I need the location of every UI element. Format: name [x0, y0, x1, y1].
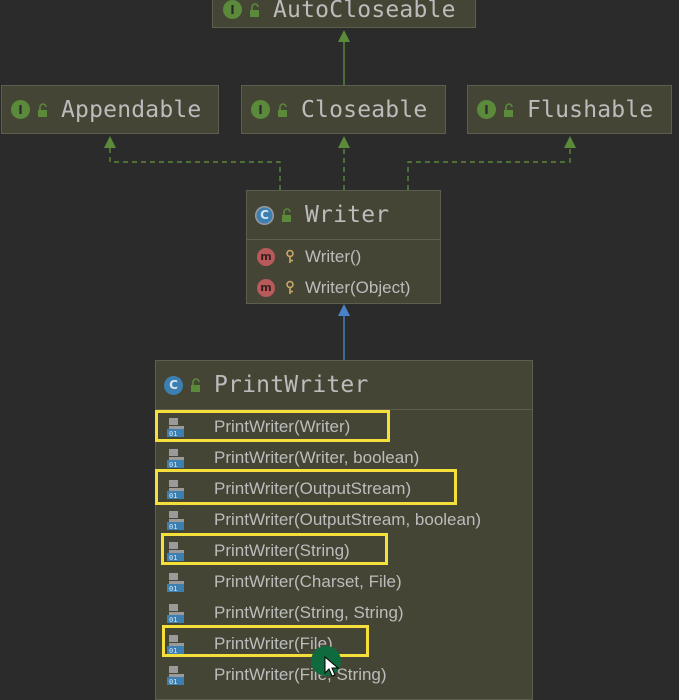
member-label: PrintWriter(Writer): [214, 416, 351, 436]
constructor-icon: 01: [167, 541, 184, 561]
node-title: Flushable: [527, 96, 654, 123]
member-label: PrintWriter(File): [214, 633, 333, 653]
abstract-class-icon: C: [255, 205, 274, 225]
edge-closeable-extends-autocloseable: [338, 30, 350, 85]
member-label: PrintWriter(File, String): [214, 664, 387, 684]
node-flushable[interactable]: I Flushable: [467, 85, 672, 134]
member-row[interactable]: 01 PrintWriter(OutputStream): [156, 473, 532, 504]
member-row[interactable]: 01 PrintWriter(Writer): [156, 411, 532, 442]
lock-open-icon: [282, 208, 291, 222]
node-title: Appendable: [61, 96, 202, 123]
member-row[interactable]: 01 PrintWriter(File): [156, 628, 532, 659]
constructor-icon: 01: [167, 417, 184, 437]
member-row[interactable]: 01 PrintWriter(File, String): [156, 659, 532, 690]
interface-icon: I: [223, 0, 242, 19]
svg-text:01: 01: [169, 523, 177, 530]
node-divider: [156, 409, 532, 410]
member-label: Writer(): [305, 246, 362, 266]
interface-icon: I: [251, 100, 270, 119]
lock-open-icon: [191, 378, 200, 392]
member-row[interactable]: m Writer(Object): [247, 272, 440, 303]
svg-text:01: 01: [169, 554, 177, 561]
svg-text:01: 01: [169, 461, 177, 468]
interface-icon: I: [477, 100, 496, 119]
key-icon: [286, 280, 294, 294]
node-closeable[interactable]: I Closeable: [241, 85, 446, 134]
node-title: AutoCloseable: [273, 0, 456, 23]
constructor-icon: 01: [167, 448, 184, 468]
lock-open-icon: [504, 102, 513, 117]
mouse-cursor-icon: [324, 656, 340, 677]
member-label: Writer(Object): [305, 277, 411, 297]
member-label: PrintWriter(OutputStream, boolean): [214, 509, 482, 529]
method-icon: m: [257, 278, 275, 297]
member-row[interactable]: 01 PrintWriter(String): [156, 535, 532, 566]
edge-writer-implements-flushable: [407, 136, 576, 190]
interface-icon: I: [11, 100, 30, 119]
member-label: PrintWriter(Writer, boolean): [214, 447, 420, 467]
node-writer[interactable]: C Writer m Writer() m Writer(Object): [246, 190, 441, 304]
svg-text:01: 01: [169, 585, 177, 592]
svg-text:01: 01: [169, 430, 177, 437]
constructor-icon: 01: [167, 634, 184, 654]
lock-open-icon: [250, 2, 259, 17]
member-row[interactable]: 01 PrintWriter(String, String): [156, 597, 532, 628]
svg-text:01: 01: [169, 647, 177, 654]
edge-writer-implements-closeable: [338, 136, 350, 190]
node-title: Writer: [305, 202, 390, 228]
member-row[interactable]: 01 PrintWriter(Charset, File): [156, 566, 532, 597]
svg-text:01: 01: [169, 678, 177, 685]
member-row[interactable]: m Writer(): [247, 241, 440, 272]
constructor-icon: 01: [167, 603, 184, 623]
constructor-icon: 01: [167, 479, 184, 499]
edge-printwriter-extends-writer: [338, 304, 350, 360]
node-printwriter[interactable]: C PrintWriter 01 PrintWriter(Writer) 01 …: [155, 360, 533, 700]
member-row[interactable]: 01 PrintWriter(Writer, boolean): [156, 442, 532, 473]
svg-text:01: 01: [169, 616, 177, 623]
edge-writer-implements-appendable: [104, 136, 281, 190]
constructor-icon: 01: [167, 510, 184, 530]
svg-text:01: 01: [169, 492, 177, 499]
constructor-icon: 01: [167, 572, 184, 592]
node-divider: [247, 239, 440, 240]
member-row[interactable]: 01 PrintWriter(OutputStream, boolean): [156, 504, 532, 535]
lock-open-icon: [38, 102, 47, 117]
node-title: Closeable: [301, 96, 428, 123]
member-label: PrintWriter(String): [214, 540, 350, 560]
class-icon: C: [164, 375, 183, 395]
key-icon: [286, 249, 294, 263]
member-label: PrintWriter(Charset, File): [214, 571, 402, 591]
lock-open-icon: [278, 102, 287, 117]
method-icon: m: [257, 247, 275, 266]
node-appendable[interactable]: I Appendable: [1, 85, 219, 134]
constructor-icon: 01: [167, 665, 184, 685]
node-title: PrintWriter: [214, 372, 369, 398]
member-label: PrintWriter(String, String): [214, 602, 404, 622]
member-label: PrintWriter(OutputStream): [214, 478, 412, 498]
node-autocloseable[interactable]: I AutoCloseable: [212, 0, 476, 28]
